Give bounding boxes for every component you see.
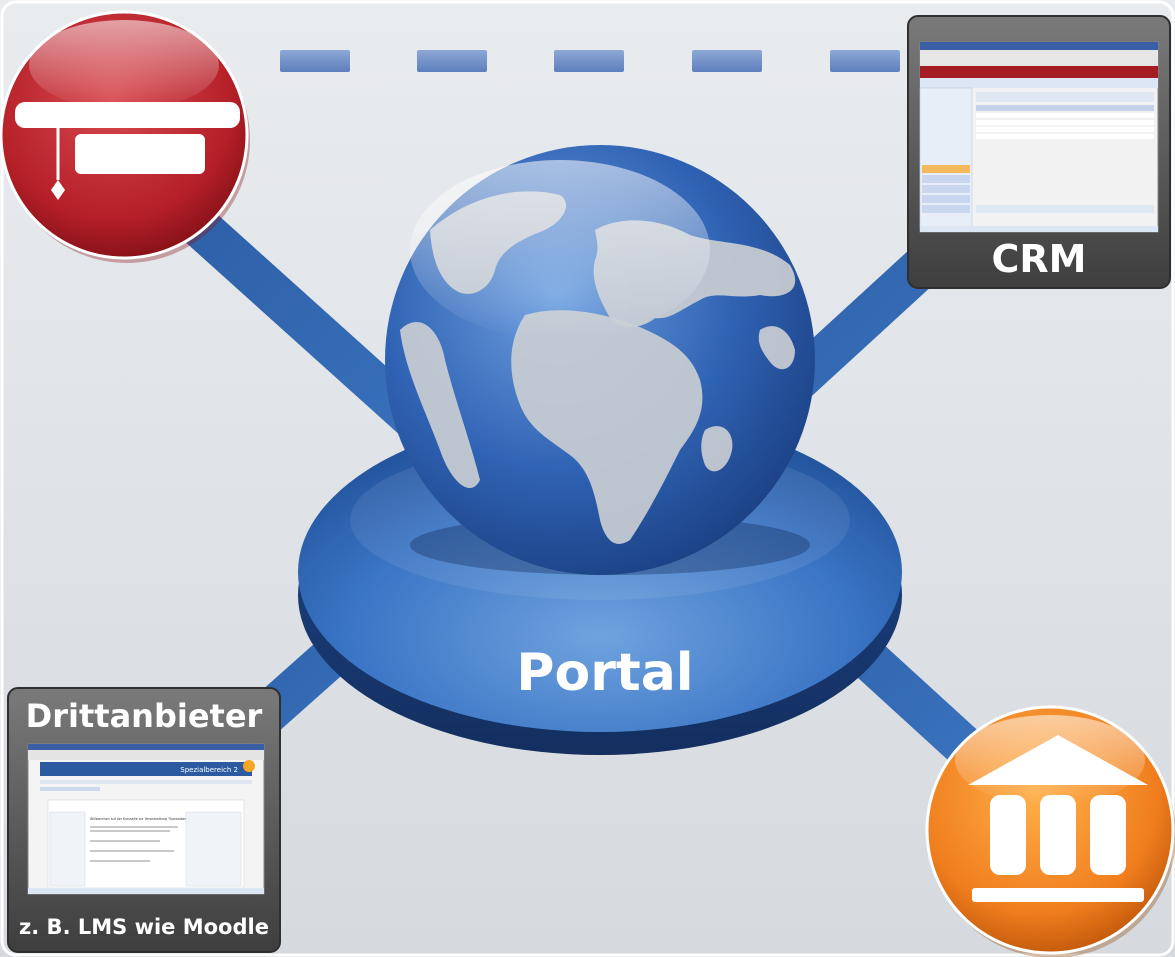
third-party-caption: z. B. LMS wie Moodle <box>19 915 269 939</box>
third-party-label: Drittanbieter <box>26 697 263 735</box>
globe-icon <box>385 145 815 575</box>
graduation-cap-icon <box>15 102 240 200</box>
lms-screenshot: Spezialbereich 2 Willkommen auf der Kurs… <box>27 743 265 895</box>
crm-label: CRM <box>992 237 1087 281</box>
education-node[interactable] <box>0 10 250 263</box>
lms-title: Spezialbereich 2 <box>180 766 238 774</box>
institution-node[interactable] <box>925 705 1175 957</box>
institution-building-icon <box>968 735 1148 902</box>
crm-screenshot <box>919 41 1159 233</box>
third-party-panel[interactable]: Drittanbieter Spezialbereich 2 Willkomme… <box>7 687 281 953</box>
lms-heading: Willkommen auf der Kursseite zur Veranst… <box>90 817 195 821</box>
dashed-connector <box>280 50 900 72</box>
crm-panel[interactable]: CRM <box>907 15 1171 289</box>
portal-label: Portal <box>516 643 693 703</box>
